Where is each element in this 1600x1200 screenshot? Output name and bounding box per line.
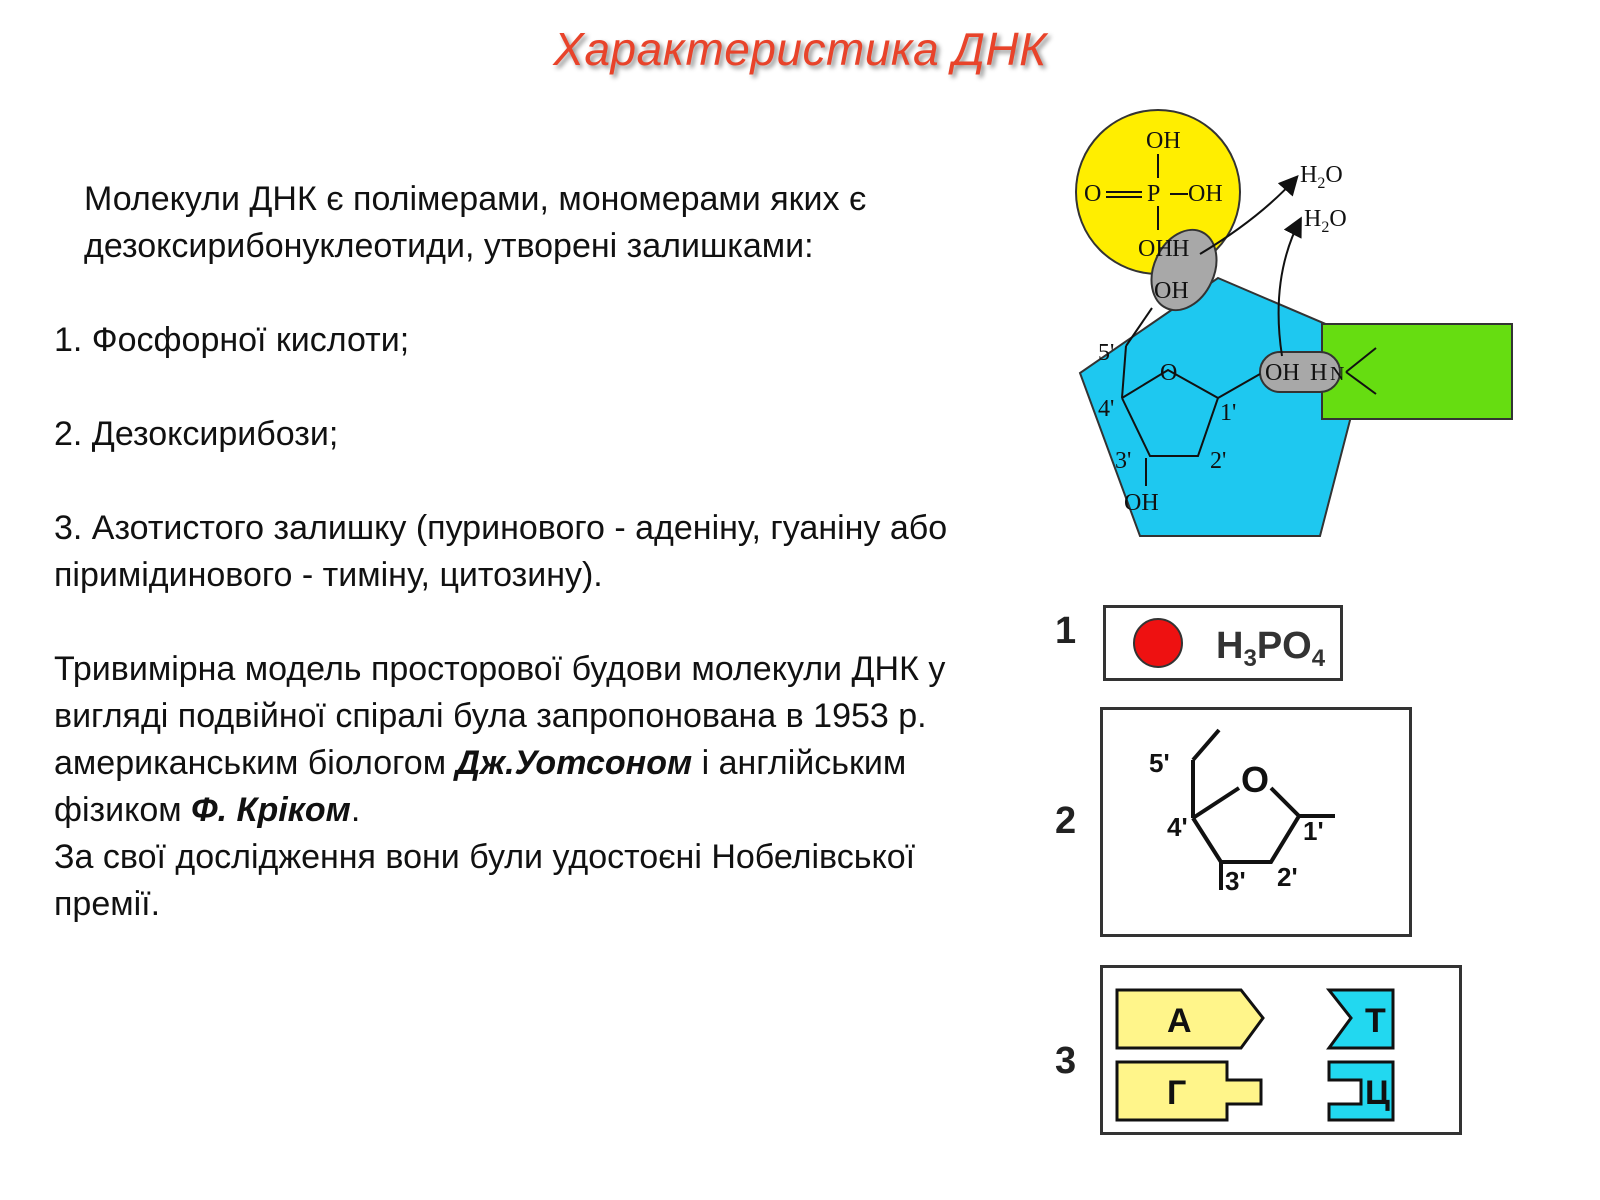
carbon-3: 3' [1115, 448, 1131, 474]
base-c-label: Ц [1365, 1074, 1390, 1112]
water-top: H2O [1300, 162, 1343, 192]
gray-h: H [1172, 236, 1189, 262]
intro-paragraph: Молекули ДНК є полімерами, мономерами як… [84, 180, 867, 265]
base-n: N [1330, 363, 1344, 385]
legend-number-2: 2 [1055, 800, 1077, 842]
legend-sugar-box: O 5' 4' 1' 3' 2' [1100, 707, 1412, 937]
legend-sugar-4: 4' [1167, 812, 1188, 842]
legend-sugar-1: 1' [1303, 816, 1324, 846]
item-nitrogen-base: 3. Азотистого залишку (пуринового - аден… [54, 509, 948, 594]
adenine-shape [1115, 988, 1265, 1050]
phosphate-oh-bottom: OH [1138, 236, 1173, 262]
legend-sugar-2: 2' [1277, 862, 1298, 892]
base-a-label: А [1167, 1002, 1192, 1040]
phosphate-oh-top: OH [1146, 128, 1181, 154]
history-paragraph: Тривимірна модель просторової будови мол… [54, 646, 994, 928]
water-blob-base [1259, 351, 1341, 393]
main-text: Молекули ДНК є полімерами, мономерами як… [54, 176, 994, 928]
legend-phosphate-box: H3PO4 [1103, 605, 1343, 681]
base-rectangle [1321, 323, 1513, 420]
item-deoxyribose: 2. Дезоксирибози; [54, 415, 339, 453]
ring-o: O [1160, 360, 1177, 386]
phosphate-oh-right: OH [1188, 181, 1223, 207]
legend-number-3: 3 [1055, 1040, 1077, 1082]
legend-number-1: 1 [1055, 610, 1077, 652]
phosphate-o: O [1084, 181, 1101, 207]
legend-bases-box: А Г Т Ц [1100, 965, 1462, 1135]
carbon-4: 4' [1098, 396, 1114, 422]
red-dot-icon [1133, 618, 1183, 668]
history-text-1: Тривимірна модель просторової будови мол… [54, 650, 946, 782]
nobel-text: За свої дослідження вони були удостоєні … [54, 838, 916, 923]
cytosine-shape [1327, 1060, 1395, 1122]
history-text-3: . [350, 791, 361, 829]
legend-phosphate-svg: H3PO4 [1133, 618, 1326, 672]
phosphate-p: P [1147, 181, 1160, 207]
slide-title: Характеристика ДНК [553, 23, 1047, 75]
water-bottom: H2O [1304, 206, 1347, 236]
watson-name: Дж.Уотсоном [455, 744, 693, 782]
water-blob-top [1150, 228, 1218, 312]
svg-text:H3PO4: H3PO4 [1216, 625, 1326, 672]
legend-sugar-5: 5' [1149, 748, 1170, 778]
base-t-label: Т [1365, 1002, 1386, 1040]
carbon-1: 1' [1220, 400, 1236, 426]
nucleotide-diagram: OH O P OH OH H OH H2O H2O 5' 4' O 1' 2' … [1075, 109, 1513, 537]
sugar-oh-top: OH [1154, 278, 1189, 304]
legend-sugar-svg: O 5' 4' 1' 3' 2' [1149, 728, 1335, 896]
thymine-shape [1325, 988, 1395, 1050]
guanine-shape [1115, 1060, 1263, 1122]
base-g-label: Г [1167, 1074, 1186, 1112]
carbon-5: 5' [1098, 340, 1114, 366]
sugar-oh-3: OH [1124, 490, 1159, 516]
history-text-2: і англійським фізиком [54, 744, 907, 829]
legend-sugar-3: 3' [1225, 866, 1246, 896]
item-phosphoric-acid: 1. Фосфорної кислоти; [54, 321, 410, 359]
base-oh: OH [1265, 360, 1300, 386]
legend-sugar-o: O [1241, 759, 1269, 800]
legend-bases-svg: А Г Т Ц [1115, 988, 1395, 1122]
base-h: H [1310, 360, 1327, 386]
carbon-2: 2' [1210, 448, 1226, 474]
crick-name: Ф. Кріком [191, 791, 351, 829]
